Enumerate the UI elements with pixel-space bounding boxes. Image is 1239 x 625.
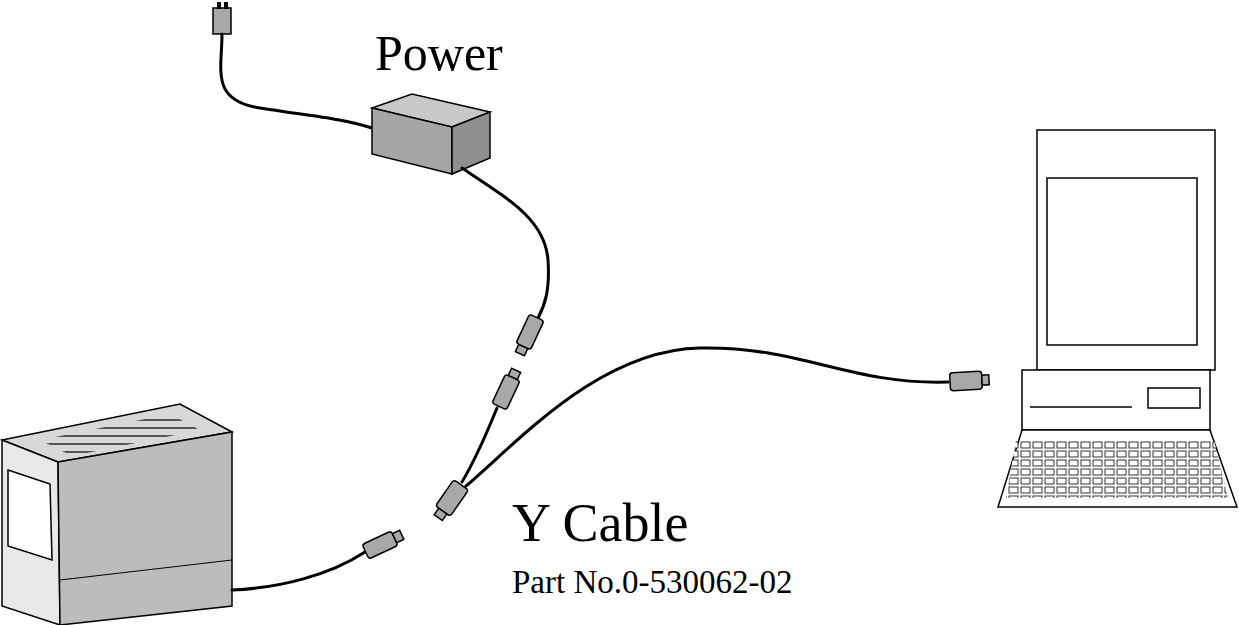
power-adapter: [372, 94, 490, 174]
power-cord: [221, 34, 372, 128]
adapter-cord: [462, 168, 548, 318]
adapter-connector: [513, 314, 544, 357]
y-cable-host-leg: [466, 348, 948, 486]
printer-cord: [232, 552, 365, 590]
y-cable-power-connector: [492, 367, 523, 410]
y-cable-junction-connector: [431, 480, 469, 523]
y-cable-host-connector: [950, 371, 990, 391]
part-name: Y Cable: [512, 494, 688, 553]
printer: [2, 404, 232, 625]
printer-cable-connector: [362, 528, 405, 559]
wall-plug: [213, 2, 231, 34]
part-number: Part No.0-530062-02: [512, 564, 792, 600]
computer: [998, 130, 1237, 507]
y-cable-power-leg: [462, 408, 497, 482]
part-name: Power: [375, 26, 503, 81]
